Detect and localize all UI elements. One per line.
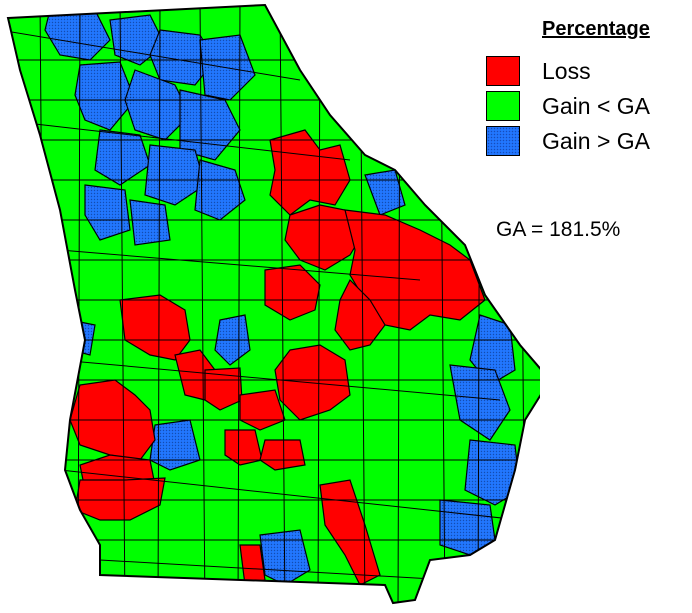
legend-label-gain-above: Gain > GA bbox=[542, 128, 651, 154]
legend-swatch-gain-below bbox=[486, 91, 520, 121]
legend-item-gain-below: Gain < GA bbox=[486, 91, 692, 123]
legend-swatch-gain-above bbox=[486, 126, 520, 156]
state-average-note: GA = 181.5% bbox=[496, 218, 621, 241]
legend-label-gain-below: Gain < GA bbox=[542, 93, 651, 119]
state-outline bbox=[6, 3, 540, 605]
legend-item-loss: Loss bbox=[486, 56, 692, 88]
legend-label-loss: Loss bbox=[542, 58, 591, 84]
legend-swatch-loss bbox=[486, 56, 520, 86]
legend-item-gain-above: Gain > GA bbox=[486, 126, 692, 158]
legend-title: Percentage bbox=[542, 18, 650, 40]
georgia-county-map bbox=[6, 3, 540, 605]
